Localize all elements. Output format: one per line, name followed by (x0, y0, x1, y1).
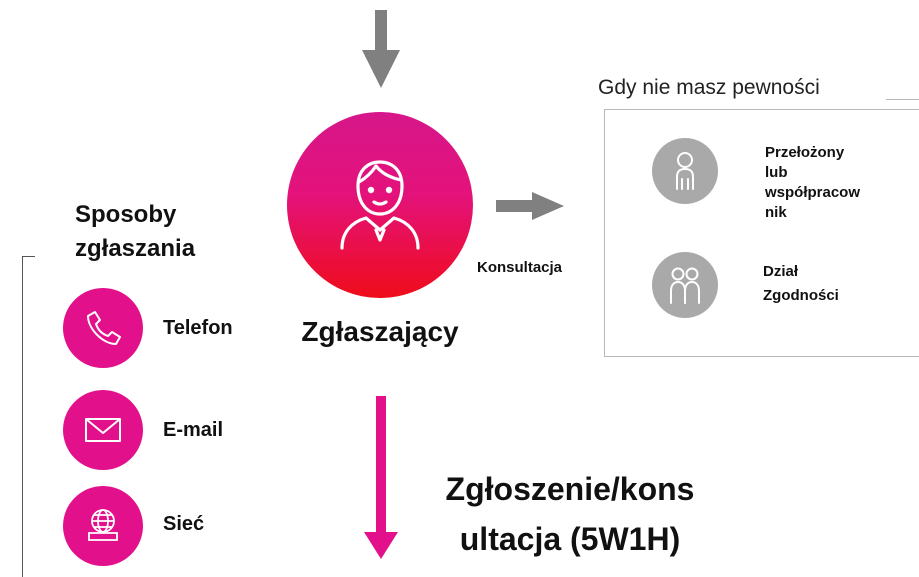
consultation-arrow (496, 192, 564, 220)
consultation-header: Gdy nie masz pewności (598, 76, 820, 99)
outcome-arrow (364, 396, 398, 559)
methods-title: Sposoby zgłaszania (75, 201, 196, 262)
incoming-arrow (362, 10, 400, 88)
supervisor-circle (652, 138, 718, 204)
supervisor-label: Przełożony lub współpracow nik (765, 144, 861, 221)
envelope-icon (85, 418, 121, 442)
web-label: Sieć (163, 513, 205, 535)
reporter-circle (287, 112, 473, 298)
consultation-arrow-label: Konsultacja (477, 259, 563, 276)
compliance-label: Dział Zgodności (763, 263, 839, 304)
single-person-icon (676, 152, 694, 190)
compliance-circle (652, 252, 718, 318)
person-icon (340, 160, 420, 250)
phone-circle (63, 288, 143, 368)
two-persons-icon (670, 267, 700, 304)
header-line (886, 99, 919, 100)
web-laptop-icon (88, 509, 118, 541)
web-circle (63, 486, 143, 566)
phone-icon (87, 311, 121, 345)
email-circle (63, 390, 143, 470)
outcome-label: Zgłoszenie/kons ultacja (5W1H) (445, 471, 695, 557)
consultation-box (604, 109, 919, 357)
phone-label: Telefon (163, 317, 233, 339)
email-label: E-mail (163, 419, 224, 441)
reporter-label: Zgłaszający (301, 316, 459, 347)
methods-bracket (22, 256, 35, 577)
